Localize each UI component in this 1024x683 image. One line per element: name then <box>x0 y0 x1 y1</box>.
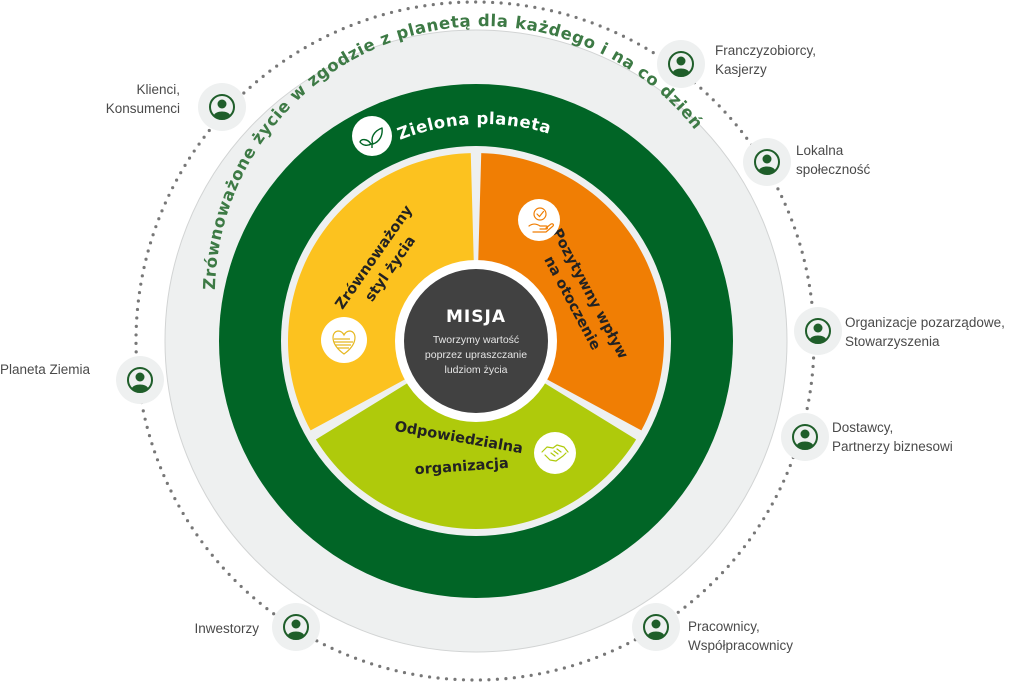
stakeholder-label-line: Partnerzy biznesowi <box>832 439 953 454</box>
stakeholder-label-line: Pracownicy, <box>688 619 760 634</box>
stakeholder-label-line: Organizacje pozarządowe, <box>845 315 1005 330</box>
person-icon <box>792 424 818 450</box>
stakeholder-label-line: Kasjerzy <box>715 62 767 77</box>
hand-check-icon <box>528 207 554 233</box>
stakeholder-badge <box>781 413 829 461</box>
mission-title: MISJA <box>446 307 506 327</box>
stakeholder-label-line: Franczyzobiorcy, <box>715 43 817 58</box>
stakeholder-label-line: Klienci, <box>136 82 180 97</box>
lifestyle-badge <box>321 317 367 363</box>
stakeholder-label-line: Inwestorzy <box>194 621 259 636</box>
stakeholder-label-line: Stowarzyszenia <box>845 334 940 349</box>
person-icon <box>754 149 780 175</box>
stakeholder-label-suppliers: Dostawcy, Partnerzy biznesowi <box>832 418 953 456</box>
stakeholder-badge <box>794 307 842 355</box>
mission-line-2: poprzez upraszczanie <box>425 349 527 361</box>
organization-label-line-2: organizacja <box>414 456 509 479</box>
stakeholder-label-line: Lokalna <box>796 143 844 158</box>
leaf-icon <box>359 127 383 148</box>
organization-badge <box>534 432 576 474</box>
stakeholder-badges <box>116 40 842 651</box>
mission-circle <box>404 269 548 413</box>
mission-line-3: ludziom życia <box>444 364 507 376</box>
person-icon <box>805 318 831 344</box>
stakeholder-label-local-community: Lokalna społeczność <box>796 141 870 179</box>
stakeholder-label-line: Planeta Ziemia <box>0 362 91 377</box>
stakeholder-label-line: społeczność <box>796 162 871 177</box>
segment-organization <box>315 382 637 529</box>
stakeholder-badge <box>657 40 705 88</box>
impact-badge <box>518 199 560 241</box>
person-icon <box>209 94 235 120</box>
heart-food-icon <box>332 330 356 355</box>
stakeholder-label-line: Współpracownicy <box>688 638 794 653</box>
segment-lifestyle <box>288 153 474 431</box>
stakeholder-badge <box>198 83 246 131</box>
mission-line-1: Tworzymy wartość <box>433 334 519 346</box>
stakeholder-label-ngos: Organizacje pozarządowe, Stowarzyszenia <box>845 313 1005 351</box>
person-icon <box>127 367 153 393</box>
stakeholder-label-franchisees: Franczyzobiorcy, Kasjerzy <box>715 41 816 79</box>
stakeholder-label-line: Dostawcy, <box>832 420 894 435</box>
person-icon <box>283 614 309 640</box>
person-icon <box>643 614 669 640</box>
stakeholder-label-employees: Pracownicy, Współpracownicy <box>688 617 793 655</box>
person-icon <box>668 51 694 77</box>
stakeholder-badge <box>272 603 320 651</box>
stakeholder-label-customers: Klienci, Konsumenci <box>106 80 180 118</box>
stakeholder-label-investors: Inwestorzy <box>194 619 259 638</box>
handshake-icon <box>541 444 569 462</box>
stakeholder-badge <box>632 603 680 651</box>
stakeholder-label-planet-earth: Planeta Ziemia <box>0 360 90 379</box>
green-ring-leaf-badge <box>352 116 392 156</box>
stakeholder-label-line: Konsumenci <box>105 101 180 116</box>
stakeholder-badge <box>743 138 791 186</box>
stakeholder-badge <box>116 356 164 404</box>
